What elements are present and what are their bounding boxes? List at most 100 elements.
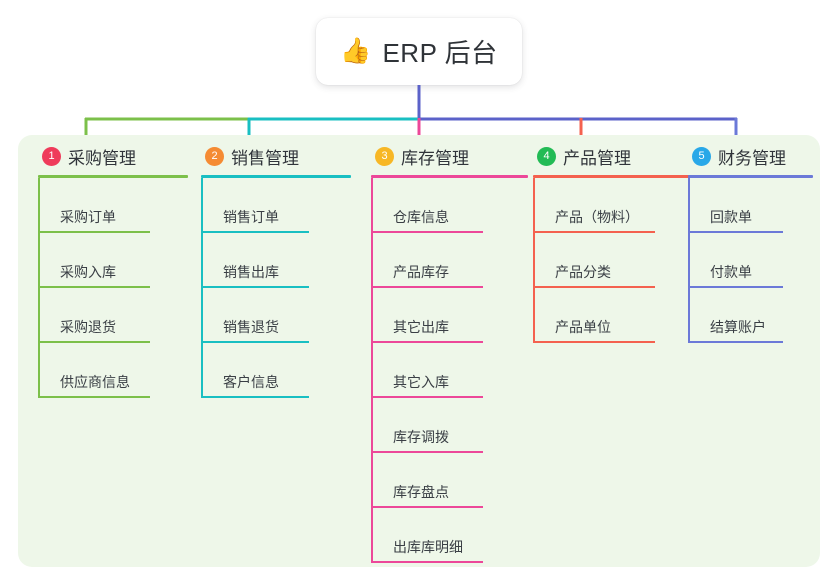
branch-item-label: 产品库存 — [393, 264, 449, 280]
branch-item-label: 回款单 — [710, 209, 752, 225]
branch-item-rule — [38, 286, 150, 288]
branch-item[interactable]: 采购退货 — [38, 288, 188, 343]
root-node-label: ERP 后台 — [382, 38, 498, 68]
branch-number-badge: 3 — [375, 146, 394, 166]
branch-column-finance: 5 财务管理 回款单付款单结算账户 — [688, 143, 813, 343]
branch-item-label: 采购订单 — [60, 209, 116, 225]
branch-item[interactable]: 销售退货 — [201, 288, 351, 343]
branch-item[interactable]: 产品单位 — [533, 288, 695, 343]
branch-title: 产品管理 — [563, 148, 631, 168]
branch-item[interactable]: 回款单 — [688, 178, 813, 233]
branch-number-badge: 1 — [42, 146, 61, 166]
branch-item-rule — [371, 396, 483, 398]
branch-item[interactable]: 仓库信息 — [371, 178, 528, 233]
branch-item-label: 采购退货 — [60, 319, 116, 335]
branch-item-label: 产品（物料） — [555, 209, 639, 225]
branch-item[interactable]: 产品分类 — [533, 233, 695, 288]
branch-number-badge: 2 — [205, 146, 224, 166]
branch-header[interactable]: 4 产品管理 — [533, 143, 695, 169]
branch-spine — [533, 178, 535, 343]
branch-spine — [371, 178, 373, 563]
branch-title: 财务管理 — [718, 148, 786, 168]
branch-spine — [688, 178, 690, 343]
branch-item-rule — [38, 341, 150, 343]
branch-item-rule — [688, 341, 783, 343]
branch-item-list: 产品（物料） 产品分类产品单位 — [533, 178, 695, 343]
branch-title: 库存管理 — [401, 148, 469, 168]
branch-item[interactable]: 采购入库 — [38, 233, 188, 288]
branch-item[interactable]: 库存调拨 — [371, 398, 528, 453]
branch-item-list: 回款单付款单结算账户 — [688, 178, 813, 343]
branch-item-rule — [38, 396, 150, 398]
branch-item-rule — [533, 286, 655, 288]
branch-title: 采购管理 — [68, 148, 136, 168]
branch-item[interactable]: 库存盘点 — [371, 453, 528, 508]
branch-item-rule — [371, 506, 483, 508]
branch-item[interactable]: 其它出库 — [371, 288, 528, 343]
branch-column-inventory: 3 库存管理 仓库信息产品库存其它出库其它入库库存调拨库存盘点出库库明细 — [371, 143, 528, 563]
branch-item-label: 销售退货 — [223, 319, 279, 335]
branch-column-sales: 2 销售管理 销售订单销售出库销售退货客户信息 — [201, 143, 351, 398]
branch-item[interactable]: 销售订单 — [201, 178, 351, 233]
branch-column-purchasing: 1 采购管理 采购订单采购入库采购退货供应商信息 — [38, 143, 188, 398]
branch-number-badge: 5 — [692, 146, 711, 166]
branch-item-label: 结算账户 — [710, 319, 766, 335]
branch-header-rule — [38, 175, 188, 178]
branch-header-rule — [371, 175, 528, 178]
branch-column-product: 4 产品管理 产品（物料） 产品分类产品单位 — [533, 143, 695, 343]
branch-item[interactable]: 付款单 — [688, 233, 813, 288]
branch-item-rule — [371, 341, 483, 343]
branch-item-label: 仓库信息 — [393, 209, 449, 225]
branch-item-rule — [371, 451, 483, 453]
branch-item[interactable]: 供应商信息 — [38, 343, 188, 398]
branch-item-label: 客户信息 — [223, 374, 279, 390]
branch-item-label: 供应商信息 — [60, 374, 130, 390]
branch-item-rule — [688, 231, 783, 233]
branch-item-rule — [201, 231, 309, 233]
branch-header-rule — [533, 175, 695, 178]
branch-item-label: 库存调拨 — [393, 429, 449, 445]
branch-header[interactable]: 2 销售管理 — [201, 143, 351, 169]
branch-item-rule — [201, 286, 309, 288]
branch-header-rule — [688, 175, 813, 178]
branch-spine — [38, 178, 40, 398]
branch-title: 销售管理 — [231, 148, 299, 168]
branch-item-rule — [533, 341, 655, 343]
branch-item-label: 产品单位 — [555, 319, 611, 335]
branch-item-label: 产品分类 — [555, 264, 611, 280]
branch-item-list: 仓库信息产品库存其它出库其它入库库存调拨库存盘点出库库明细 — [371, 178, 528, 563]
root-node-card[interactable]: 👍 ERP 后台 — [316, 18, 522, 85]
branch-item[interactable]: 出库库明细 — [371, 508, 528, 563]
branch-item-rule — [38, 231, 150, 233]
branch-item-rule — [371, 286, 483, 288]
branch-item-label: 销售订单 — [223, 209, 279, 225]
branch-item[interactable]: 产品（物料） — [533, 178, 695, 233]
branch-item-label: 付款单 — [710, 264, 752, 280]
branch-number-badge: 4 — [537, 146, 556, 166]
branch-item-label: 其它入库 — [393, 374, 449, 390]
branch-item-label: 采购入库 — [60, 264, 116, 280]
branch-item[interactable]: 销售出库 — [201, 233, 351, 288]
branch-item-label: 其它出库 — [393, 319, 449, 335]
diagram-panel — [18, 135, 820, 567]
thumbs-up-icon: 👍 — [340, 37, 372, 65]
branch-item[interactable]: 结算账户 — [688, 288, 813, 343]
branch-item-label: 销售出库 — [223, 264, 279, 280]
branch-item-rule — [201, 396, 309, 398]
branch-item-rule — [201, 341, 309, 343]
branch-header-rule — [201, 175, 351, 178]
branch-item-label: 库存盘点 — [393, 484, 449, 500]
branch-item-label: 出库库明细 — [393, 539, 463, 555]
branch-item-rule — [533, 231, 655, 233]
branch-item-list: 采购订单采购入库采购退货供应商信息 — [38, 178, 188, 398]
branch-header[interactable]: 1 采购管理 — [38, 143, 188, 169]
branch-item-rule — [688, 286, 783, 288]
branch-item-rule — [371, 231, 483, 233]
branch-item[interactable]: 其它入库 — [371, 343, 528, 398]
branch-item-list: 销售订单销售出库销售退货客户信息 — [201, 178, 351, 398]
branch-item[interactable]: 采购订单 — [38, 178, 188, 233]
branch-header[interactable]: 5 财务管理 — [688, 143, 813, 169]
branch-item[interactable]: 客户信息 — [201, 343, 351, 398]
branch-item[interactable]: 产品库存 — [371, 233, 528, 288]
branch-header[interactable]: 3 库存管理 — [371, 143, 528, 169]
